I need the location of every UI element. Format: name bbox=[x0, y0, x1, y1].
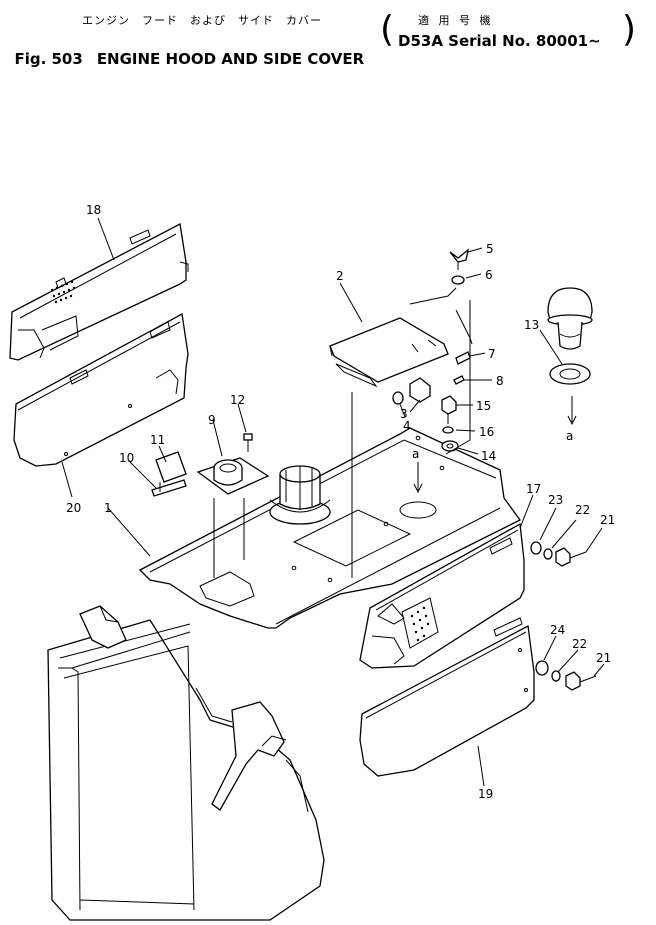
serial-number: D53A Serial No. 80001~ bbox=[398, 32, 601, 50]
callout-7: 7 bbox=[488, 347, 496, 361]
callout-4: 4 bbox=[403, 419, 411, 433]
callout-21-upper: 21 bbox=[600, 513, 615, 527]
part-17-upper-right-side-cover bbox=[359, 522, 525, 669]
part-19-lower-right-side-cover bbox=[359, 617, 535, 777]
close-bracket: ) bbox=[622, 9, 637, 50]
radiator-front-frame bbox=[47, 605, 325, 921]
part-10-11-bracket bbox=[151, 451, 187, 497]
callout-5: 5 bbox=[486, 242, 494, 256]
serial-japanese: 適 用 号 機 bbox=[418, 14, 494, 27]
callout-11: 11 bbox=[150, 433, 165, 447]
callout-3: 3 bbox=[400, 407, 408, 421]
callout-23: 23 bbox=[548, 493, 563, 507]
fasteners-right bbox=[530, 541, 597, 691]
callout-17: 17 bbox=[526, 482, 541, 496]
callout-labels: 18 20 2 5 6 7 8 15 16 14 3 4 12 9 11 10 … bbox=[66, 203, 615, 801]
callout-10: 10 bbox=[119, 451, 134, 465]
part-13-precleaner-cap bbox=[547, 287, 593, 385]
figure-title-english: ENGINE HOOD AND SIDE COVER bbox=[96, 50, 365, 68]
callout-a-right: a bbox=[566, 429, 573, 443]
callout-20: 20 bbox=[66, 501, 81, 515]
callout-22-lower: 22 bbox=[572, 637, 587, 651]
callout-19: 19 bbox=[478, 787, 493, 801]
callout-16: 16 bbox=[479, 425, 494, 439]
title-japanese: エンジン フード および サイド カバー bbox=[82, 14, 322, 27]
callout-14: 14 bbox=[481, 449, 496, 463]
callout-13: 13 bbox=[524, 318, 539, 332]
leader-lines bbox=[61, 217, 605, 787]
callout-1: 1 bbox=[104, 501, 112, 515]
callout-2: 2 bbox=[336, 269, 344, 283]
part-2-inspection-cover bbox=[329, 317, 449, 388]
callout-21-lower: 21 bbox=[596, 651, 611, 665]
callout-24: 24 bbox=[550, 623, 565, 637]
fasteners-upper bbox=[392, 248, 471, 452]
part-20-lower-side-cover bbox=[13, 312, 189, 467]
callout-18: 18 bbox=[86, 203, 101, 217]
callout-12: 12 bbox=[230, 393, 245, 407]
part-18-upper-side-cover bbox=[9, 223, 189, 361]
callout-22-upper: 22 bbox=[575, 503, 590, 517]
figure-number: Fig. 503 bbox=[14, 50, 83, 68]
part-12-bolt bbox=[243, 433, 253, 452]
callout-15: 15 bbox=[476, 399, 491, 413]
callout-6: 6 bbox=[485, 268, 493, 282]
hood-duct-stack bbox=[269, 465, 331, 525]
figure-title: Fig. 503 ENGINE HOOD AND SIDE COVER bbox=[4, 32, 364, 68]
callout-9: 9 bbox=[208, 413, 216, 427]
part-9-flange-cap bbox=[196, 457, 270, 495]
callout-8: 8 bbox=[496, 374, 504, 388]
open-bracket: ( bbox=[380, 9, 395, 50]
callout-a-hood: a bbox=[412, 447, 419, 461]
